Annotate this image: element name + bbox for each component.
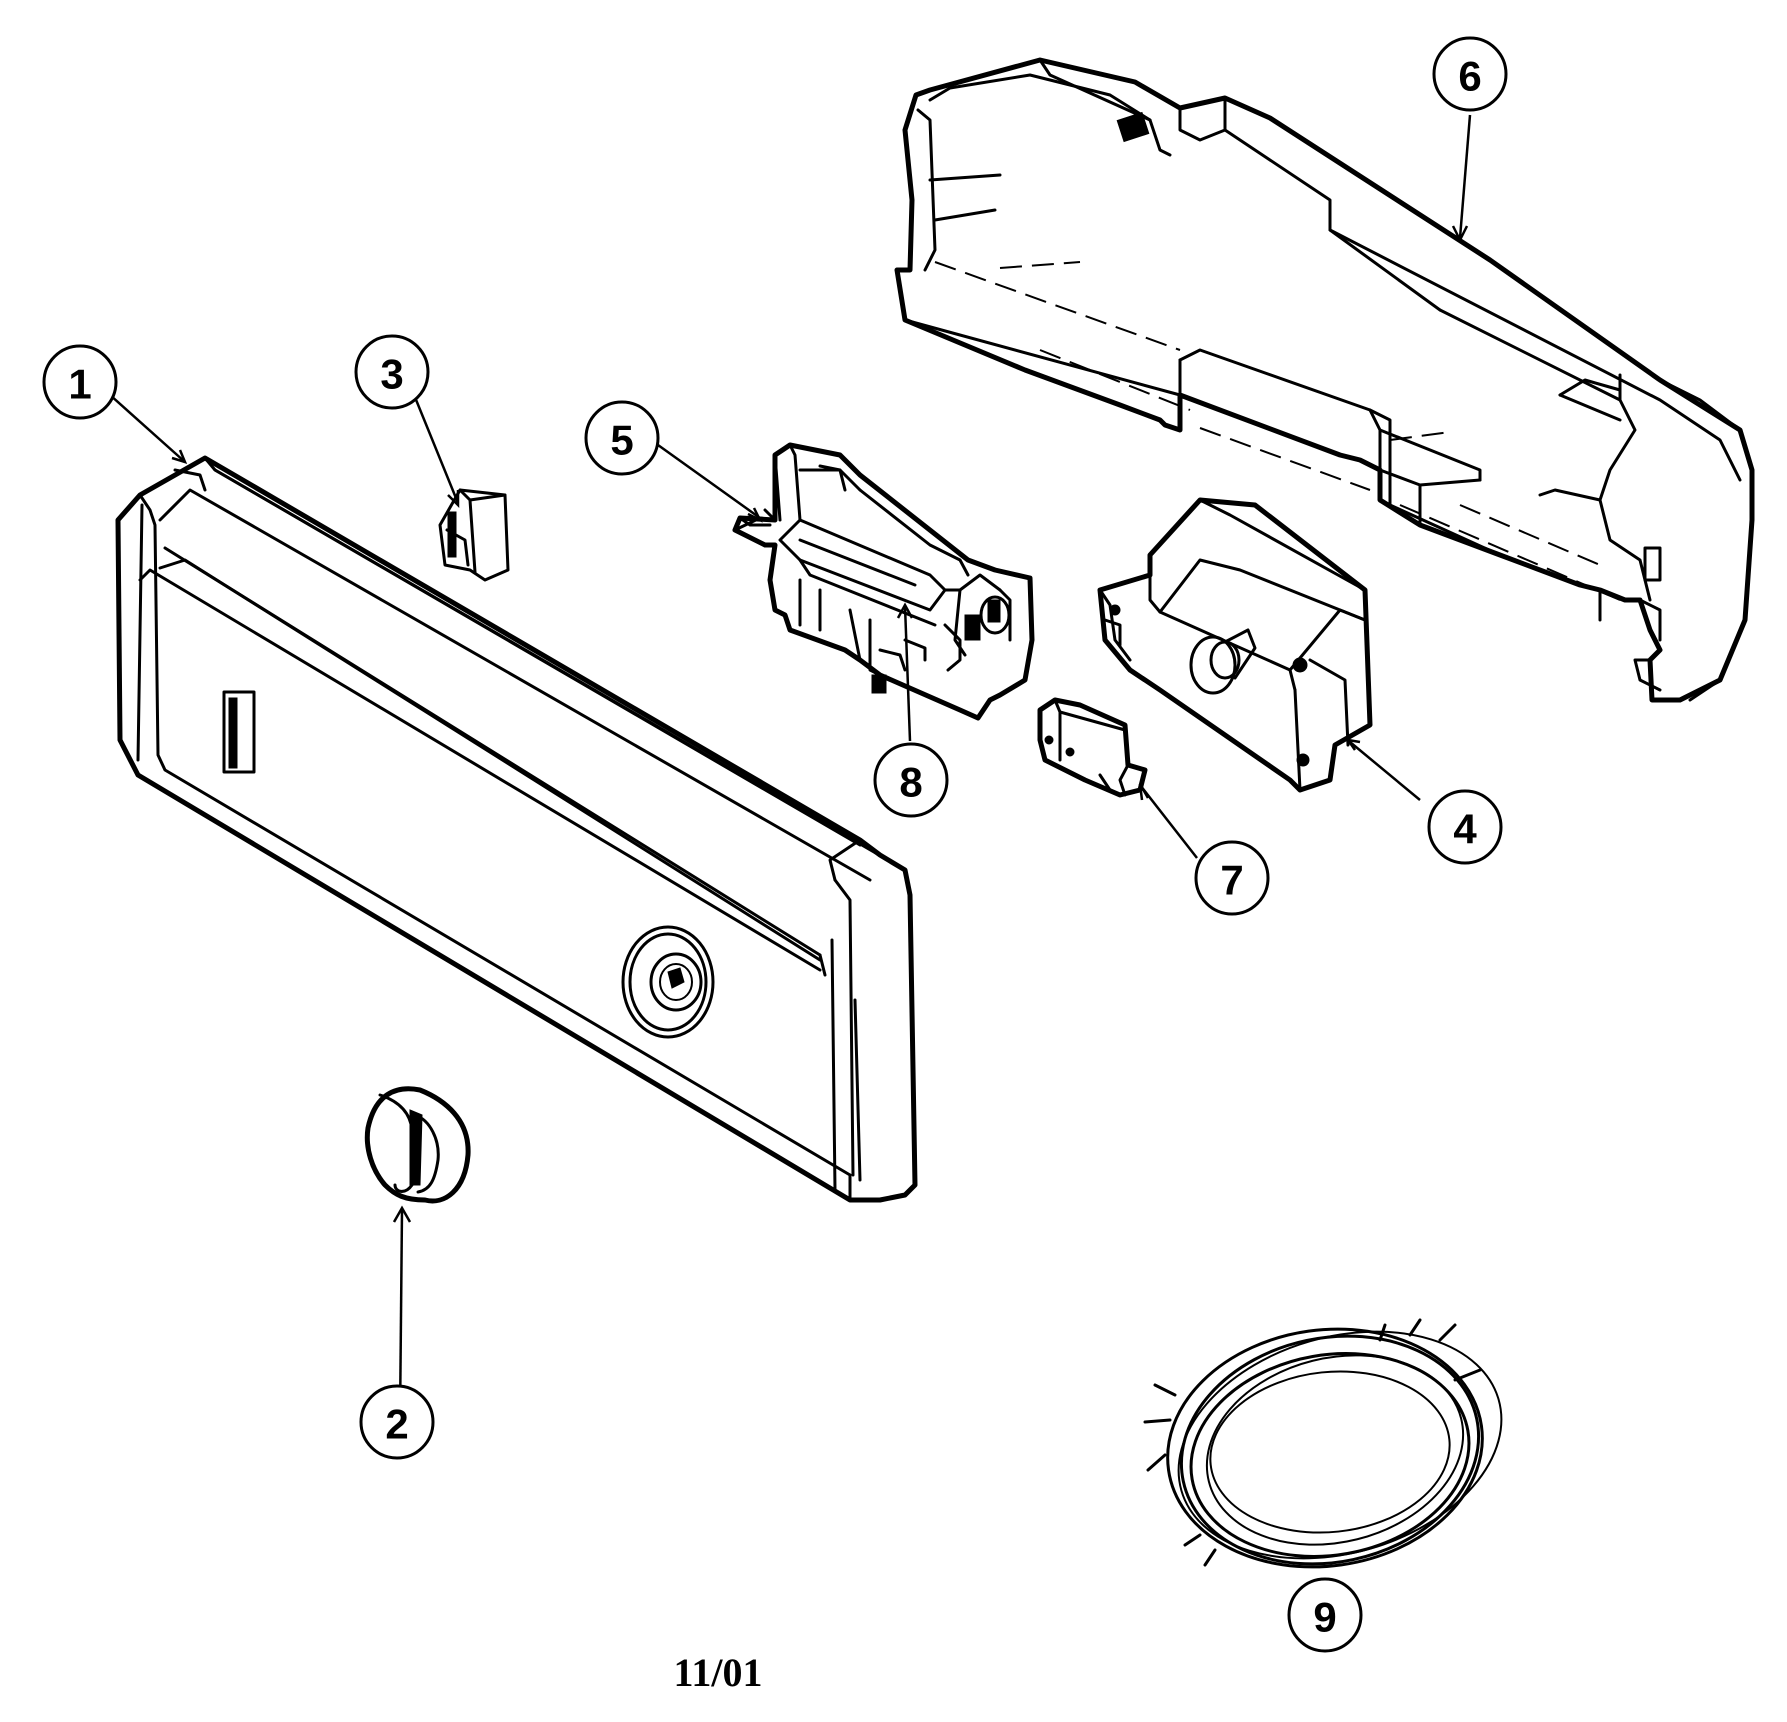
- callout-6-label: 6: [1458, 53, 1481, 100]
- callout-2-label: 2: [385, 1401, 408, 1448]
- callout-3: 3: [354, 334, 430, 410]
- callout-6: 6: [1432, 36, 1508, 112]
- callout-7-label: 7: [1220, 857, 1243, 904]
- callout-8: 8: [873, 742, 949, 818]
- part-9-wire-harness: [1143, 1318, 1503, 1569]
- part-1-panel: [115, 455, 918, 1203]
- part-5-latch: [732, 442, 1035, 721]
- callout-3-label: 3: [380, 351, 403, 398]
- part-4-timer: [1097, 497, 1373, 793]
- part-2-knob: [364, 1086, 471, 1204]
- part-3-rocker-switch: [438, 488, 510, 582]
- callout-2: 2: [359, 1384, 435, 1460]
- callout-1: 1: [42, 344, 118, 420]
- callout-5-label: 5: [610, 417, 633, 464]
- callout-9-label: 9: [1313, 1594, 1336, 1641]
- callout-4-label: 4: [1453, 806, 1477, 853]
- leader-lines: [99, 114, 1472, 1421]
- revision-date: 11/01: [674, 1650, 763, 1695]
- callout-9: 9: [1287, 1577, 1363, 1653]
- callout-8-label: 8: [899, 759, 922, 806]
- callout-7: 7: [1194, 840, 1270, 916]
- part-6-console-back: [894, 57, 1755, 703]
- panel-dial-recess: [621, 925, 715, 1039]
- callout-4: 4: [1427, 789, 1503, 865]
- callout-5: 5: [584, 400, 660, 476]
- callout-1-label: 1: [68, 361, 91, 408]
- part-7-micro-switch: [1037, 697, 1148, 798]
